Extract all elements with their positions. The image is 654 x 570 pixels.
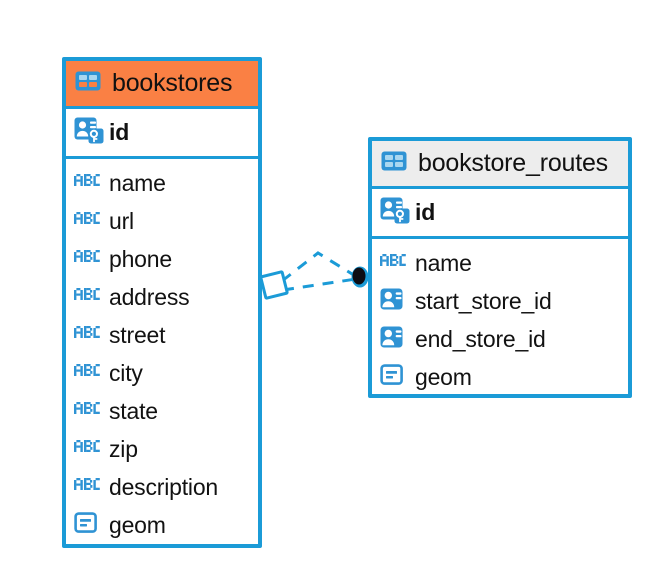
- field-label: address: [109, 283, 190, 310]
- field-label: description: [109, 473, 219, 500]
- geometry-icon: [380, 363, 406, 392]
- table-icon: [74, 69, 102, 98]
- field-row-start-store-id[interactable]: start_store_id: [372, 282, 628, 320]
- entity-header[interactable]: bookstores: [66, 61, 258, 109]
- filled-circle-marker-icon: [351, 266, 369, 288]
- text-abc-icon: [74, 173, 100, 194]
- text-abc-icon: [74, 363, 100, 384]
- field-row-url[interactable]: url: [66, 202, 258, 240]
- field-label: start_store_id: [415, 287, 552, 314]
- field-label: street: [109, 321, 166, 348]
- field-label: url: [109, 207, 134, 234]
- foreign-key-icon: [380, 287, 406, 316]
- field-label: id: [415, 199, 436, 225]
- fields-section: name u: [66, 159, 258, 544]
- field-row-phone[interactable]: phone: [66, 240, 258, 278]
- geometry-icon: [74, 511, 100, 540]
- fields-section: name start_store_id: [372, 239, 628, 396]
- text-abc-icon: [74, 211, 100, 232]
- entity-title: bookstore_routes: [418, 149, 608, 177]
- text-abc-icon: [74, 477, 100, 498]
- field-label: id: [109, 119, 130, 145]
- field-row-primary-key[interactable]: id: [66, 109, 258, 156]
- primary-key-icon: [74, 116, 104, 149]
- foreign-key-icon: [380, 325, 406, 354]
- entity-table-bookstore-routes[interactable]: bookstore_routes: [368, 137, 632, 398]
- field-label: geom: [109, 511, 166, 538]
- text-abc-icon: [74, 401, 100, 422]
- entity-header[interactable]: bookstore_routes: [372, 141, 628, 189]
- field-label: state: [109, 397, 158, 424]
- field-label: zip: [109, 435, 138, 462]
- relationship-line-lower: [282, 277, 357, 292]
- field-row-street[interactable]: street: [66, 316, 258, 354]
- field-row-geom[interactable]: geom: [372, 358, 628, 396]
- field-label: name: [109, 169, 166, 196]
- text-abc-icon: [74, 439, 100, 460]
- field-row-address[interactable]: address: [66, 278, 258, 316]
- text-abc-icon: [380, 253, 406, 274]
- text-abc-icon: [74, 287, 100, 308]
- field-label: city: [109, 359, 143, 386]
- primary-key-icon: [380, 196, 410, 229]
- field-row-end-store-id[interactable]: end_store_id: [372, 320, 628, 358]
- field-row-name[interactable]: name: [372, 244, 628, 282]
- field-row-zip[interactable]: zip: [66, 430, 258, 468]
- diamond-marker-icon: [259, 270, 289, 300]
- primary-key-section: id: [372, 189, 628, 239]
- field-row-name[interactable]: name: [66, 164, 258, 202]
- text-abc-icon: [74, 249, 100, 270]
- field-label: phone: [109, 245, 172, 272]
- field-row-state[interactable]: state: [66, 392, 258, 430]
- field-label: name: [415, 249, 472, 276]
- entity-table-bookstores[interactable]: bookstores: [62, 57, 262, 548]
- primary-key-section: id: [66, 109, 258, 159]
- entity-title: bookstores: [112, 69, 233, 97]
- text-abc-icon: [74, 325, 100, 346]
- field-label: end_store_id: [415, 325, 546, 352]
- field-row-city[interactable]: city: [66, 354, 258, 392]
- field-row-primary-key[interactable]: id: [372, 189, 628, 236]
- field-row-description[interactable]: description: [66, 468, 258, 506]
- field-label: geom: [415, 363, 472, 390]
- field-row-geom[interactable]: geom: [66, 506, 258, 544]
- table-icon: [380, 149, 408, 178]
- relationship-line-upper: [281, 251, 358, 283]
